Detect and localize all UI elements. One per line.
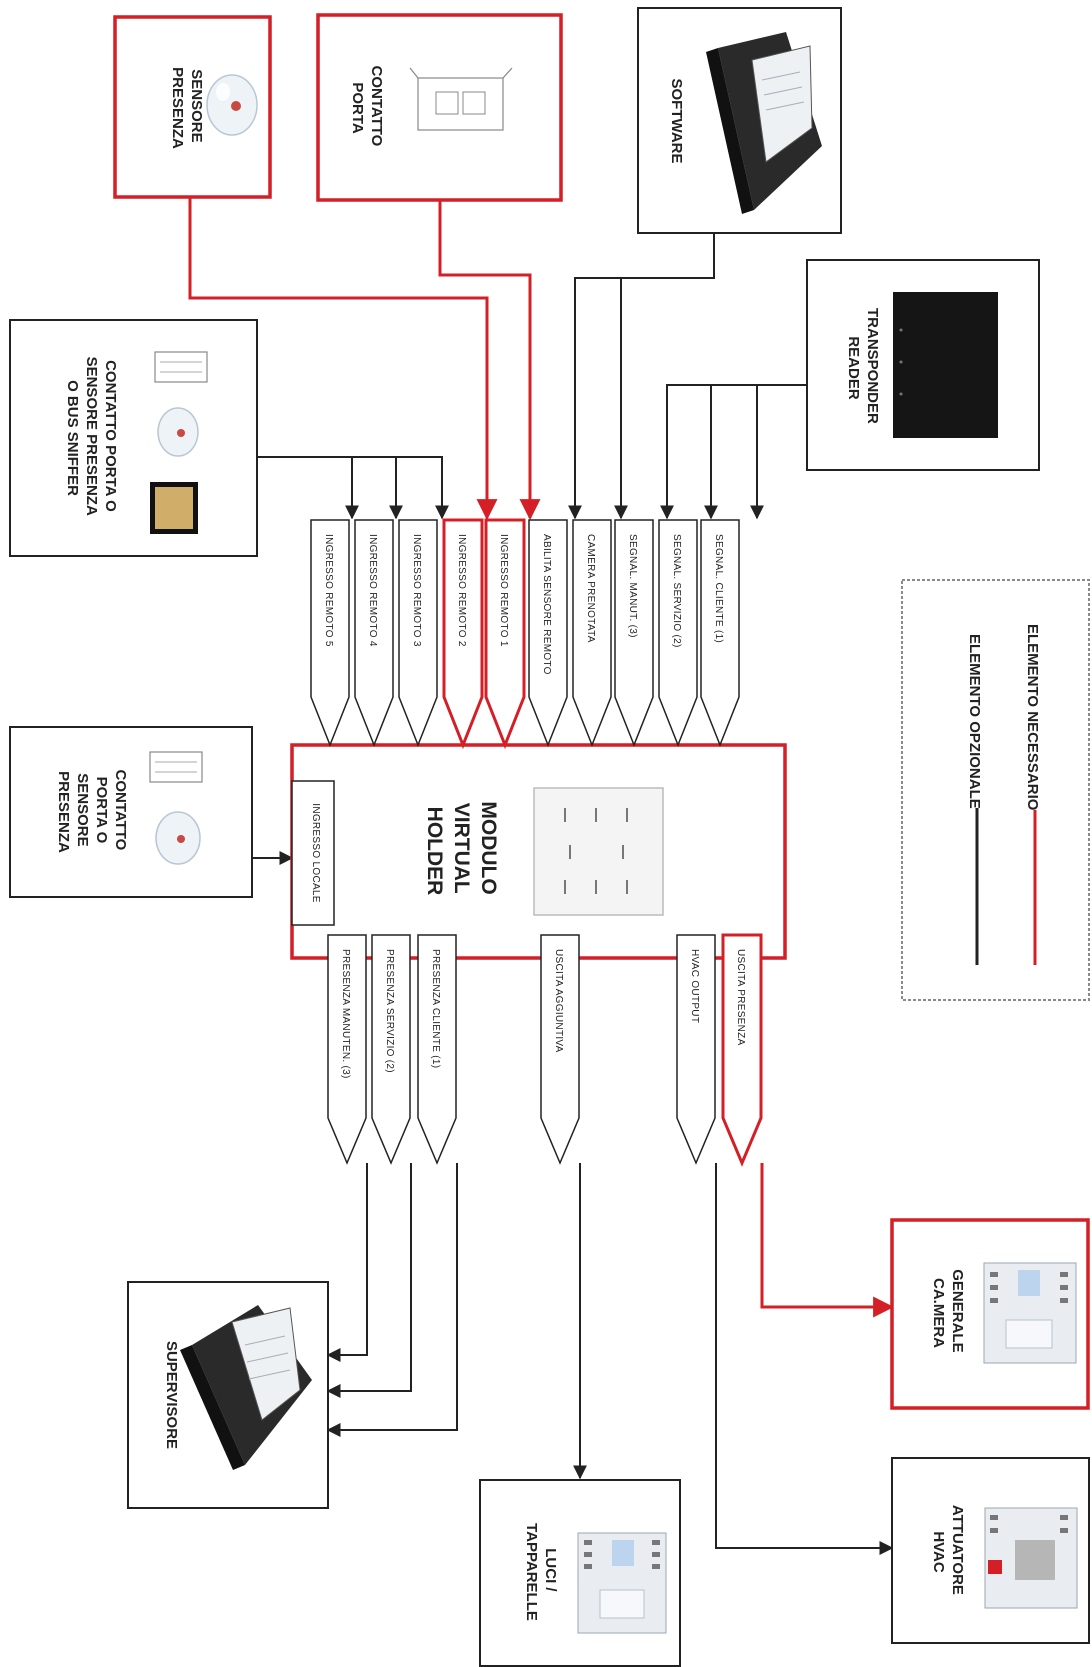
module-device-icon [533, 787, 664, 916]
output-port-2: PRESENZA SERVIZIO (2) [371, 934, 411, 1165]
output-port-2-label: PRESENZA SERVIZIO (2) [384, 949, 395, 1073]
svg-text:TRANSPONDER READER: TRANSPONDER READER [845, 308, 881, 428]
card-reader-icon [893, 292, 998, 438]
laptop-icon [706, 32, 822, 214]
input-port-9: SEGNAL. SERVIZIO (2) [658, 519, 698, 748]
input-port-9-label: SEGNAL. SERVIZIO (2) [671, 534, 682, 648]
motion-sensor-icon [155, 811, 201, 865]
svg-text:SENSORE PRESENZA: SENSORE PRESENZA [169, 67, 205, 149]
door-contact-icon [149, 751, 203, 783]
wire-remote-device-to-remote-3 [258, 456, 449, 520]
svg-text:MODULO VIRTUAL HOL: MODULO VIRTUAL HOLDER [423, 801, 500, 900]
local-input-device-box: CONTATTO PORTA O SENSORE PRESENZA [9, 726, 253, 898]
input-port-3-label: INGRESSO REMOTO 3 [411, 534, 422, 647]
input-port-6-label: ABILITA SENSORE REMOTO [541, 534, 552, 675]
svg-text:GENERALE CA.MERA: GENERALE CA.MERA [930, 1269, 966, 1357]
output-port-3-label: PRESENZA CLIENTE (1) [430, 949, 441, 1068]
svg-text:ATTUATORE HVAC: ATTUATORE HVAC [930, 1505, 966, 1599]
output-port-4-label: USCITA AGGIUNTIVA [553, 949, 564, 1053]
din-actuator-icon [577, 1532, 667, 1634]
remote-input-device-box: CONTATTO PORTA O SENSORE PRESENZA O BUS … [9, 319, 258, 557]
input-port-10: SEGNAL. CLIENTE (1) [700, 519, 740, 748]
input-port-4: INGRESSO REMOTO 2 [442, 518, 484, 750]
output-port-1-label: PRESENZA MANUTEN. (3) [340, 949, 351, 1079]
door-contact-icon [409, 67, 513, 131]
output-port-1: PRESENZA MANUTEN. (3) [327, 934, 367, 1165]
din-actuator-icon [984, 1507, 1078, 1609]
software-box: SOFTWARE [637, 7, 842, 234]
input-port-4-label: INGRESSO REMOTO 2 [456, 534, 467, 647]
bus-sniffer-icon [150, 482, 198, 534]
output-port-6-label: USCITA PRESENZA [735, 949, 746, 1046]
svg-text:CONTATTO PORTA O S: CONTATTO PORTA O SENSORE PRESENZA [55, 770, 129, 855]
supervisor-box: SUPERVISORE [127, 1281, 329, 1509]
input-port-6: ABILITA SENSORE REMOTO [528, 519, 568, 748]
din-actuator-icon [983, 1262, 1077, 1364]
input-port-1: INGRESSO REMOTO 5 [310, 519, 350, 748]
virtual-holder-module: MODULO VIRTUAL HOLDER INGRESSO LOCALE [290, 743, 787, 960]
output-port-5: HVAC OUTPUT [676, 934, 716, 1165]
input-port-1-label: INGRESSO REMOTO 5 [323, 534, 334, 647]
input-port-8-label: SEGNAL. MANUT. (3) [627, 534, 638, 638]
svg-text:SOFTWARE: SOFTWARE [668, 79, 685, 164]
input-port-2-label: INGRESSO REMOTO 4 [367, 534, 378, 647]
wire-transponder-to-manut [660, 384, 807, 520]
output-port-5-label: HVAC OUTPUT [689, 949, 700, 1023]
input-ports: INGRESSO REMOTO 5 INGRESSO REMOTO 4 INGRES… [310, 518, 740, 750]
input-port-10-label: SEGNAL. CLIENTE (1) [713, 534, 724, 643]
wire-sensor-to-remote-2 [188, 198, 498, 521]
input-port-5-label: INGRESSO REMOTO 1 [498, 534, 509, 647]
wire-manuten-to-supervisor [326, 1163, 368, 1362]
wire-cliente-to-supervisor [326, 1163, 458, 1437]
output-ports: PRESENZA MANUTEN. (3) PRESENZA SERVIZIO (… [327, 933, 763, 1167]
svg-text:CONTATTO PORTA: CONTATTO PORTA [349, 66, 385, 151]
lights-shutters-box: LUCI / TAPPARELLE [479, 1479, 681, 1667]
svg-text:CONTATTO PORTA O SENSORE: CONTATTO PORTA O SENSORE PRESENZA O BUS … [64, 357, 119, 520]
svg-text:INGRESSO LOCALE: INGRESSO LOCALE [310, 803, 321, 903]
input-port-5: INGRESSO REMOTO 1 [484, 518, 526, 750]
svg-text:LUCI / TAPPARELLE: LUCI / TAPPARELLE [523, 1523, 559, 1621]
room-general-box: GENERALE CA.MERA [890, 1218, 1090, 1410]
wire-presenza-to-general [760, 1163, 895, 1318]
wire-servizio-to-supervisor [326, 1163, 412, 1398]
transponder-reader-box: TRANSPONDER READER [806, 259, 1040, 471]
input-port-3: INGRESSO REMOTO 3 [398, 519, 438, 748]
legend: ELEMENTO NECESSARIO ELEMENTO OPZIONALE [901, 579, 1090, 1001]
local-input-port: INGRESSO LOCALE [291, 780, 335, 926]
door-contact-icon [154, 351, 208, 383]
input-port-2: INGRESSO REMOTO 4 [354, 519, 394, 748]
input-port-7-label: CAMERA PRENOTATA [585, 534, 596, 643]
laptop-icon [180, 1305, 312, 1470]
wire-hvac-to-actuator [715, 1163, 894, 1555]
hvac-actuator-box: ATTUATORE HVAC [891, 1457, 1090, 1644]
legend-optional-label: ELEMENTO OPZIONALE [966, 634, 983, 809]
output-port-6: USCITA PRESENZA [721, 933, 763, 1167]
svg-text:SUPERVISORE: SUPERVISORE [163, 1341, 180, 1449]
door-contact-top-box: CONTATTO PORTA [316, 13, 563, 202]
output-port-4: USCITA AGGIUNTIVA [540, 934, 580, 1165]
motion-sensor-icon [206, 74, 258, 136]
wire-software-to-abilita [568, 233, 715, 520]
motion-sensor-icon [157, 407, 199, 457]
input-port-7: CAMERA PRENOTATA [572, 519, 612, 748]
output-port-3: PRESENZA CLIENTE (1) [417, 934, 457, 1165]
wire-door-to-remote-1 [438, 200, 541, 521]
legend-required-label: ELEMENTO NECESSARIO [1024, 624, 1041, 811]
input-port-8: SEGNAL. MANUT. (3) [614, 519, 654, 748]
presence-sensor-top-box: SENSORE PRESENZA [113, 15, 272, 199]
